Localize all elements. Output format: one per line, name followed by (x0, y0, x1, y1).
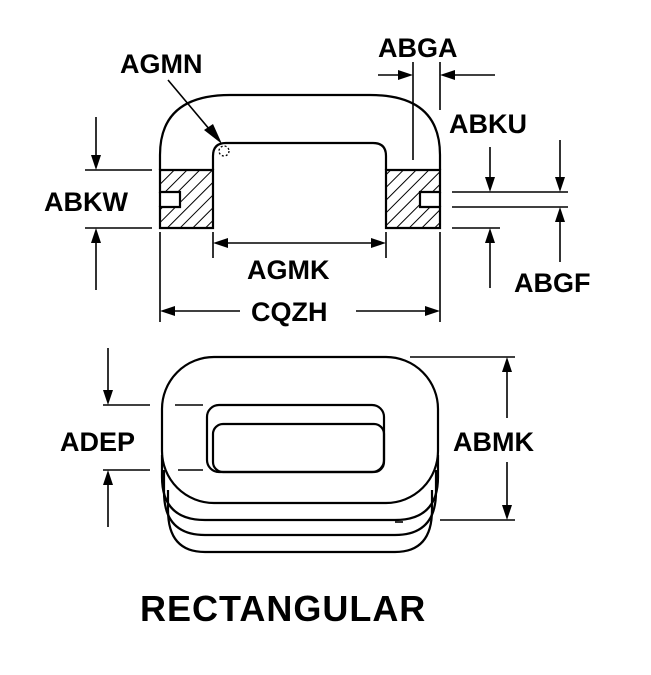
abkw-arrow-top (91, 155, 101, 170)
cqzh-arrow-right (425, 306, 440, 316)
adep-label: ADEP (60, 427, 135, 457)
abga-arrow-right (440, 70, 455, 80)
abgf-dimension: ABGF (452, 140, 591, 298)
abkw-dimension: ABKW (44, 117, 152, 290)
base-ring-top (160, 455, 440, 522)
cqzh-dimension: CQZH (159, 232, 441, 327)
agmk-arrow-right (371, 238, 386, 248)
abku-label: ABKU (449, 109, 527, 139)
isometric-view (160, 355, 440, 554)
agmn-arrowhead (204, 124, 222, 144)
abmk-arrow-top (502, 357, 512, 372)
section-flange-right (384, 168, 442, 230)
agmk-arrow-left (213, 238, 228, 248)
opening-inner (211, 422, 386, 474)
abmk-arrow-bottom (502, 505, 512, 520)
grommet-body (160, 355, 440, 505)
abkw-label: ABKW (44, 187, 128, 217)
abmk-dimension: ABMK (410, 356, 534, 521)
abgf-arrow-bottom (555, 207, 565, 222)
agmk-label: AGMK (247, 255, 330, 285)
abga-arrow-left (398, 70, 413, 80)
base-ring-middle (162, 470, 438, 537)
agmk-dimension: AGMK (212, 232, 387, 285)
abku-dimension: ABKU (449, 109, 568, 208)
abgf-label: ABGF (514, 268, 591, 298)
agmn-leader (167, 79, 211, 131)
section-flange-left (158, 168, 215, 230)
agmn-label: AGMN (120, 49, 203, 79)
section-view (158, 93, 442, 230)
abkw-arrow-bottom (91, 228, 101, 243)
abmk-label: ABMK (453, 427, 534, 457)
opening-outer (205, 403, 386, 474)
shape-caption: RECTANGULAR (140, 588, 426, 629)
cqzh-arrow-left (160, 306, 175, 316)
section-outer-dome (158, 93, 442, 170)
abgf-lower-arrow (485, 228, 495, 243)
abku-arrow (485, 177, 495, 192)
section-inner-opening (211, 141, 388, 170)
adep-dimension: ADEP (60, 348, 150, 527)
adep-arrow-bottom (103, 470, 113, 485)
agmn-radius-mark (218, 145, 230, 157)
abgf-arrow-top (555, 177, 565, 192)
cqzh-label: CQZH (251, 297, 328, 327)
adep-arrow-top (103, 390, 113, 405)
base-ring-bottom (166, 490, 434, 554)
abga-dimension: ABGA (378, 33, 495, 160)
agmn-callout: AGMN (120, 49, 230, 157)
abga-label: ABGA (378, 33, 458, 63)
